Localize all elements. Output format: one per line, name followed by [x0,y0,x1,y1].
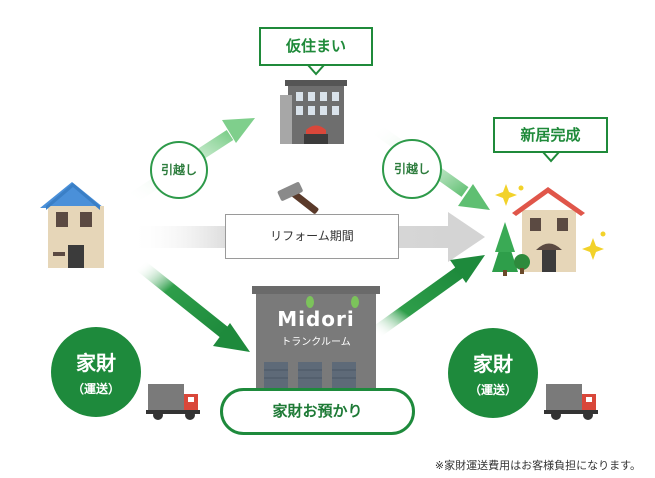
arrow-storage-to-new-home [371,255,485,339]
move-badge-right: 引越し [382,139,442,199]
storage-building-icon [252,286,380,392]
new-house-icon [512,187,585,272]
arrow-to-storage [135,259,250,352]
sparkle-icon [495,184,606,260]
truck-icon-right [544,384,598,420]
move-badge-left: 引越し [150,141,208,199]
storage-brand: Midori [256,307,376,331]
current-house-icon [40,182,104,268]
storage-brand-sub: トランクルーム [256,333,376,348]
storage-brand-sub-label: トランクルーム [281,337,351,348]
household-goods-title-right: 家財 [473,352,513,376]
truck-icon-left [146,384,200,420]
footnote: ※家財運送費用はお客様負担になります。 [434,459,641,472]
tree-icon [492,222,530,276]
callout-tail-new-home [540,151,562,163]
new-home-callout: 新居完成 [493,117,608,153]
temporary-residence-building-icon [280,80,347,144]
renovation-period-box: リフォーム期間 [225,214,399,259]
move-label-left: 引越し [160,163,197,177]
callout-tail-temporary [305,64,327,76]
household-goods-sub-right: （運送） [468,383,517,397]
renovation-period-label: リフォーム期間 [270,229,354,243]
storage-pill: 家財お預かり [220,388,415,435]
temporary-residence-label: 仮住まい [285,37,346,55]
temporary-residence-callout: 仮住まい [259,27,373,66]
household-goods-badge-left: 家財 （運送） [51,327,141,417]
new-home-label: 新居完成 [520,126,581,144]
household-goods-title-left: 家財 [76,351,116,375]
household-goods-badge-right: 家財 （運送） [448,328,538,418]
hammer-icon [277,182,319,214]
household-goods-sub-left: （運送） [71,382,120,396]
storage-brand-name: Midori [277,307,355,331]
storage-pill-label: 家財お預かり [272,402,363,420]
move-label-right: 引越し [393,162,430,176]
